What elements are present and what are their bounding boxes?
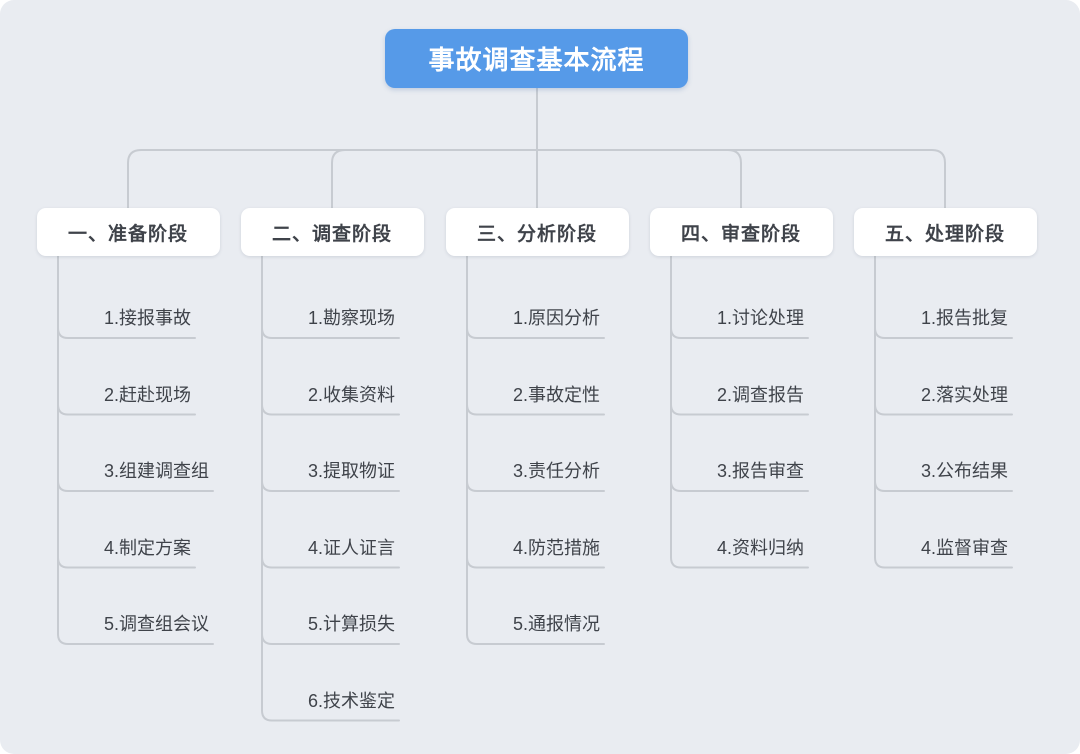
stage-node-3[interactable]: 三、分析阶段 (445, 208, 629, 256)
root-node[interactable]: 事故调查基本流程 (385, 29, 688, 88)
stage-item-label[interactable]: 4.资料归纳 (717, 537, 805, 558)
stage-item-label[interactable]: 4.防范措施 (513, 537, 601, 558)
stage-item-label[interactable]: 2.落实处理 (921, 384, 1009, 405)
stage-item-label[interactable]: 3.公布结果 (921, 461, 1009, 481)
stage-item-label[interactable]: 1.报告批复 (921, 308, 1009, 328)
stage-item-label[interactable]: 1.原因分析 (513, 308, 601, 328)
stage-node-4[interactable]: 四、审查阶段 (649, 208, 833, 256)
stage-item-label[interactable]: 3.报告审查 (717, 461, 805, 481)
stage-item-label[interactable]: 6.技术鉴定 (308, 690, 396, 711)
stage-item-label[interactable]: 2.事故定性 (513, 384, 601, 405)
stage-node-2[interactable]: 二、调查阶段 (240, 208, 424, 256)
stage-node-label: 五、处理阶段 (884, 223, 1005, 245)
stage-node-label: 四、审查阶段 (680, 223, 801, 245)
stage-item-label[interactable]: 2.收集资料 (308, 384, 396, 405)
stage-node-5[interactable]: 五、处理阶段 (853, 208, 1037, 256)
stage-item-label[interactable]: 3.组建调查组 (104, 461, 210, 481)
stage-item-label[interactable]: 5.通报情况 (513, 614, 601, 634)
stage-item-label[interactable]: 2.赶赴现场 (104, 384, 192, 405)
stage-item-label[interactable]: 5.调查组会议 (104, 614, 210, 634)
stage-item-label[interactable]: 3.责任分析 (513, 461, 601, 481)
stage-node-label: 一、准备阶段 (67, 223, 188, 245)
connector-path (57, 87, 1013, 722)
stage-node-label: 三、分析阶段 (476, 223, 597, 245)
stage-item-label[interactable]: 1.接报事故 (104, 308, 192, 328)
stage-item-label[interactable]: 1.讨论处理 (717, 308, 805, 328)
stage-item-label[interactable]: 4.证人证言 (308, 537, 396, 558)
stage-node-1[interactable]: 一、准备阶段 (36, 208, 220, 256)
root-node-label: 事故调查基本流程 (428, 45, 645, 75)
stage-item-label[interactable]: 5.计算损失 (308, 614, 396, 634)
stage-item-label[interactable]: 3.提取物证 (308, 461, 396, 481)
stage-item-label[interactable]: 2.调查报告 (717, 384, 805, 405)
stage-item-label[interactable]: 4.监督审查 (921, 537, 1009, 558)
stage-item-label[interactable]: 4.制定方案 (104, 537, 192, 558)
stage-item-label[interactable]: 1.勘察现场 (308, 308, 396, 328)
stage-node-label: 二、调查阶段 (271, 223, 392, 245)
